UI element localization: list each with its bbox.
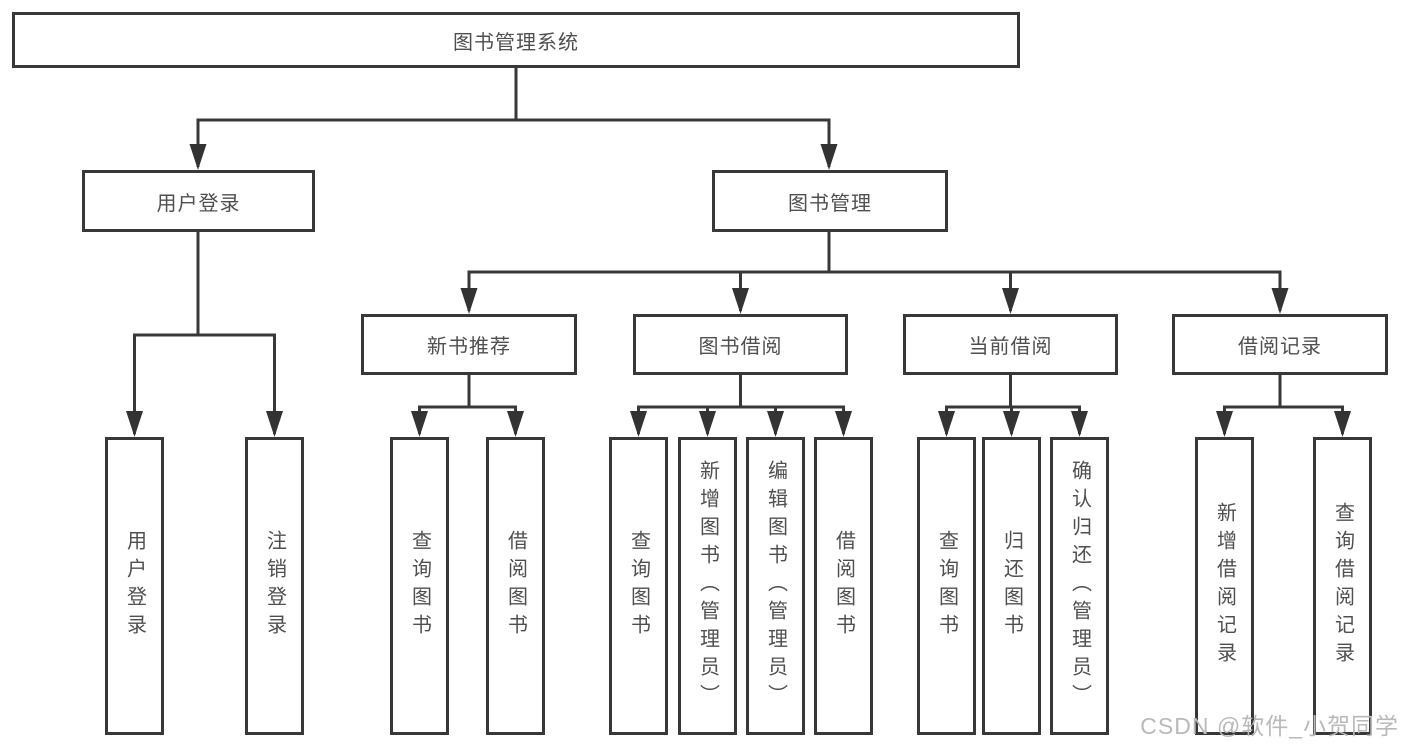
node-leaf-user-login: 用户登录 xyxy=(105,437,164,735)
node-current-borrowing: 当前借阅 xyxy=(903,314,1118,375)
node-leaf-cb-query-books-label: 查询图书 xyxy=(935,530,958,642)
node-leaf-nbr-query-books: 查询图书 xyxy=(390,437,449,735)
node-leaf-br-add-record: 新增借阅记录 xyxy=(1195,437,1254,735)
node-leaf-nbr-query-books-label: 查询图书 xyxy=(408,530,431,642)
node-user-login-label: 用户登录 xyxy=(156,192,241,215)
node-borrowing-records: 借阅记录 xyxy=(1172,314,1388,375)
edge-br-to-leaves xyxy=(1223,375,1344,434)
node-book-borrowing: 图书借阅 xyxy=(633,314,848,375)
node-root-label: 图书管理系统 xyxy=(453,31,579,54)
node-current-borrowing-label: 当前借阅 xyxy=(968,336,1053,358)
node-borrowing-records-label: 借阅记录 xyxy=(1238,336,1322,358)
node-leaf-br-add-record-label: 新增借阅记录 xyxy=(1213,502,1236,670)
edge-bookmgmt-to-level3 xyxy=(467,232,1282,311)
edge-userlogin-to-leaves xyxy=(133,232,276,434)
node-leaf-nbr-borrow-books-label: 借阅图书 xyxy=(504,530,527,642)
node-leaf-bb-add-books-admin: 新增图书（管理员） xyxy=(678,437,737,735)
node-leaf-bb-edit-books-admin-label: 编辑图书（管理员） xyxy=(764,460,787,712)
node-book-borrowing-label: 图书借阅 xyxy=(698,336,783,358)
node-leaf-cb-query-books: 查询图书 xyxy=(917,437,976,735)
node-leaf-bb-borrow-books-label: 借阅图书 xyxy=(832,530,855,642)
node-user-login: 用户登录 xyxy=(82,170,315,232)
node-leaf-nbr-borrow-books: 借阅图书 xyxy=(486,437,545,735)
node-leaf-cb-confirm-return-admin-label: 确认归还（管理员） xyxy=(1068,460,1091,712)
node-leaf-logout-label: 注销登录 xyxy=(263,530,286,642)
node-leaf-cb-return-books: 归还图书 xyxy=(982,437,1041,735)
arrowheads xyxy=(126,144,1351,437)
node-leaf-logout: 注销登录 xyxy=(245,437,304,735)
edge-root-to-level2 xyxy=(196,68,831,167)
node-leaf-user-login-label: 用户登录 xyxy=(123,530,146,642)
node-new-book-recommend: 新书推荐 xyxy=(361,314,577,375)
node-leaf-bb-borrow-books: 借阅图书 xyxy=(814,437,873,735)
node-root: 图书管理系统 xyxy=(12,12,1020,68)
node-leaf-bb-edit-books-admin: 编辑图书（管理员） xyxy=(746,437,805,735)
edge-bb-to-leaves xyxy=(637,375,845,434)
node-leaf-br-query-record-label: 查询借阅记录 xyxy=(1331,502,1354,670)
node-leaf-cb-return-books-label: 归还图书 xyxy=(1000,530,1023,642)
node-leaf-bb-query-books: 查询图书 xyxy=(609,437,668,735)
csdn-watermark: CSDN @软件_小贺同学 xyxy=(1140,713,1399,739)
node-new-book-recommend-label: 新书推荐 xyxy=(427,336,511,358)
node-leaf-bb-add-books-admin-label: 新增图书（管理员） xyxy=(696,460,719,712)
node-book-management: 图书管理 xyxy=(712,170,948,232)
node-leaf-br-query-record: 查询借阅记录 xyxy=(1313,437,1372,735)
node-book-management-label: 图书管理 xyxy=(788,192,872,215)
node-leaf-bb-query-books-label: 查询图书 xyxy=(627,530,650,642)
node-leaf-cb-confirm-return-admin: 确认归还（管理员） xyxy=(1050,437,1109,735)
edge-nbr-to-leaves xyxy=(418,375,517,434)
